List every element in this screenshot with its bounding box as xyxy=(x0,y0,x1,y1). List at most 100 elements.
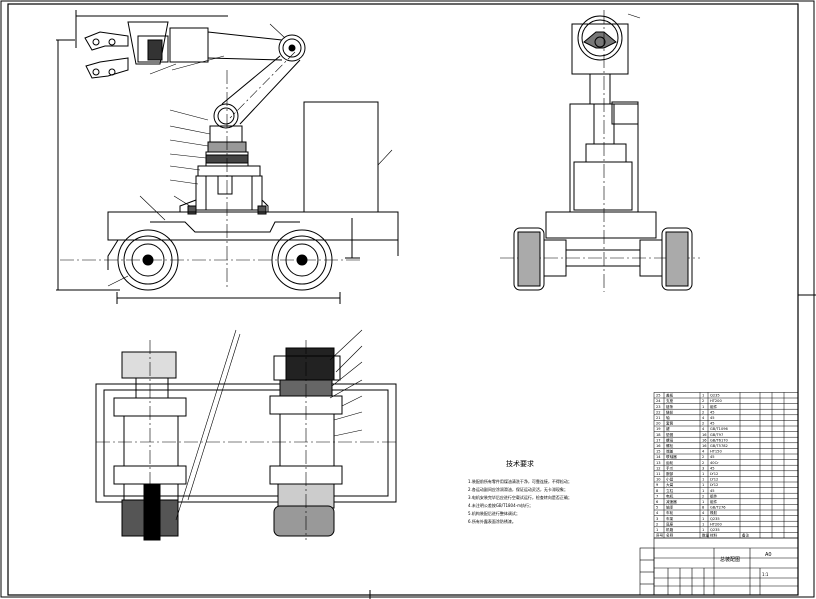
note-line: 2.各运动副间应涂润滑油，保证运动灵活，无卡滞现象； xyxy=(468,486,568,492)
parts-material-cell: 45 xyxy=(710,410,715,414)
parts-name-cell: 小臂 xyxy=(666,477,674,482)
parts-name-cell: 车架 xyxy=(666,516,674,521)
parts-no-cell: 21 xyxy=(656,416,661,420)
parts-no-cell: 11 xyxy=(656,472,661,476)
side-view xyxy=(56,10,399,304)
parts-no-cell: 25 xyxy=(656,394,661,398)
parts-no-cell: 8 xyxy=(656,489,659,493)
parts-name-cell: 电机 xyxy=(666,493,674,498)
parts-material-cell: GB/T5782 xyxy=(710,444,728,448)
parts-name-cell: 端盖 xyxy=(666,449,674,454)
parts-material-cell: GB/T6170 xyxy=(710,438,729,442)
note-line: 1.装配前所有零件用煤油清洗干净，可靠连接，不得松动； xyxy=(468,478,572,484)
parts-qty-cell: 1 xyxy=(702,405,704,409)
parts-name-cell: 手爪 xyxy=(666,465,674,470)
parts-no-cell: 23 xyxy=(656,405,661,409)
parts-no-cell: 4 xyxy=(656,511,659,515)
parts-no-cell: 9 xyxy=(656,483,659,487)
parts-no-cell: 2 xyxy=(656,522,658,526)
parts-material-cell: 45 xyxy=(710,422,715,426)
parts-qty-cell: 4 xyxy=(702,427,705,431)
parts-no-cell: 20 xyxy=(656,422,661,426)
parts-material-cell: HT200 xyxy=(710,522,722,526)
parts-qty-cell: 2 xyxy=(702,461,704,465)
parts-header-cell: 数量 xyxy=(702,533,710,538)
parts-no-cell: 16 xyxy=(656,444,661,448)
parts-no-cell: 3 xyxy=(656,517,658,521)
parts-name-cell: 齿轮 xyxy=(666,460,674,465)
parts-header-cell: 材料 xyxy=(710,533,718,538)
parts-name-cell: 轴 xyxy=(666,415,670,420)
parts-qty-cell: 16 xyxy=(702,438,707,442)
parts-material-cell: HT200 xyxy=(710,399,722,403)
parts-name-cell: 腕部 xyxy=(666,471,674,476)
parts-qty-cell: 16 xyxy=(702,444,707,448)
parts-qty-cell: 8 xyxy=(702,506,705,510)
parts-no-cell: 19 xyxy=(656,427,661,431)
parts-material-cell: GB/T1096 xyxy=(710,427,729,431)
parts-qty-cell: 1 xyxy=(702,522,704,526)
parts-material-cell: 45 xyxy=(710,489,715,493)
parts-no-cell: 7 xyxy=(656,494,658,498)
parts-no-cell: 14 xyxy=(656,455,661,459)
note-line: 6.所有外露表面涂防锈漆。 xyxy=(468,518,516,524)
parts-material-cell: LY12 xyxy=(710,478,718,482)
parts-qty-cell: 1 xyxy=(702,489,704,493)
parts-material-cell: GB/T276 xyxy=(710,506,726,510)
parts-material-cell: 橡胶 xyxy=(710,510,718,515)
parts-header-cell: 备注 xyxy=(742,533,750,538)
parts-name-cell: 螺母 xyxy=(666,437,674,442)
parts-name-cell: 减速器 xyxy=(666,499,677,504)
parts-material-cell: GB/T97 xyxy=(710,433,723,437)
notes-title: 技术要求 xyxy=(506,459,534,468)
parts-name-cell: 支座 xyxy=(666,398,674,403)
parts-name-cell: 套筒 xyxy=(666,421,674,426)
parts-qty-cell: 2 xyxy=(702,494,704,498)
parts-no-cell: 17 xyxy=(656,438,661,442)
parts-material-cell: 组件 xyxy=(710,404,718,409)
parts-no-cell: 10 xyxy=(656,478,661,482)
parts-no-cell: 6 xyxy=(656,500,659,504)
parts-name-cell: 链条 xyxy=(666,404,674,409)
parts-no-cell: 5 xyxy=(656,506,658,510)
parts-header-cell: 序号 xyxy=(656,533,664,538)
parts-no-cell: 13 xyxy=(656,461,661,465)
parts-qty-cell: 1 xyxy=(702,483,704,487)
parts-material-cell: 组件 xyxy=(710,493,718,498)
parts-material-cell: 45 xyxy=(710,416,715,420)
plan-view xyxy=(95,329,397,541)
parts-qty-cell: 1 xyxy=(702,472,704,476)
parts-qty-cell: 4 xyxy=(702,450,705,454)
parts-qty-cell: 2 xyxy=(702,455,704,459)
drawing-scale: 1:1 xyxy=(762,572,769,577)
parts-name-cell: 螺栓 xyxy=(666,443,674,448)
parts-name-cell: 垫圈 xyxy=(666,432,674,437)
parts-qty-cell: 2 xyxy=(702,410,704,414)
title-block xyxy=(639,537,799,596)
parts-qty-cell: 2 xyxy=(702,399,704,403)
parts-qty-cell: 1 xyxy=(702,478,704,482)
parts-name-cell: 轴承 xyxy=(666,505,674,510)
drawing-title: 总装配图 xyxy=(720,556,740,563)
parts-qty-cell: 1 xyxy=(702,517,704,521)
parts-header-cell: 名称 xyxy=(666,533,674,538)
technical-notes: 技术要求 1.装配前所有零件用煤油清洗干净，可靠连接，不得松动； 2.各运动副间… xyxy=(468,459,572,524)
sheet-size: A0 xyxy=(765,552,772,558)
parts-no-cell: 12 xyxy=(656,466,661,470)
parts-qty-cell: 1 xyxy=(702,528,704,532)
parts-no-cell: 1 xyxy=(656,528,658,532)
parts-material-cell: Q235 xyxy=(710,528,720,532)
parts-material-cell: 40Cr xyxy=(710,461,719,465)
note-line: 4.未注明公差按GB/T1804-m执行； xyxy=(468,502,533,508)
parts-no-cell: 24 xyxy=(656,399,661,403)
parts-name-cell: 机箱 xyxy=(666,527,674,532)
parts-name-cell: 大臂 xyxy=(666,482,674,487)
inner-border xyxy=(7,3,799,596)
parts-name-cell: 车轮 xyxy=(666,510,674,515)
parts-qty-cell: 2 xyxy=(702,422,704,426)
parts-qty-cell: 4 xyxy=(702,511,705,515)
parts-material-cell: LY12 xyxy=(710,472,718,476)
parts-qty-cell: 16 xyxy=(702,433,707,437)
